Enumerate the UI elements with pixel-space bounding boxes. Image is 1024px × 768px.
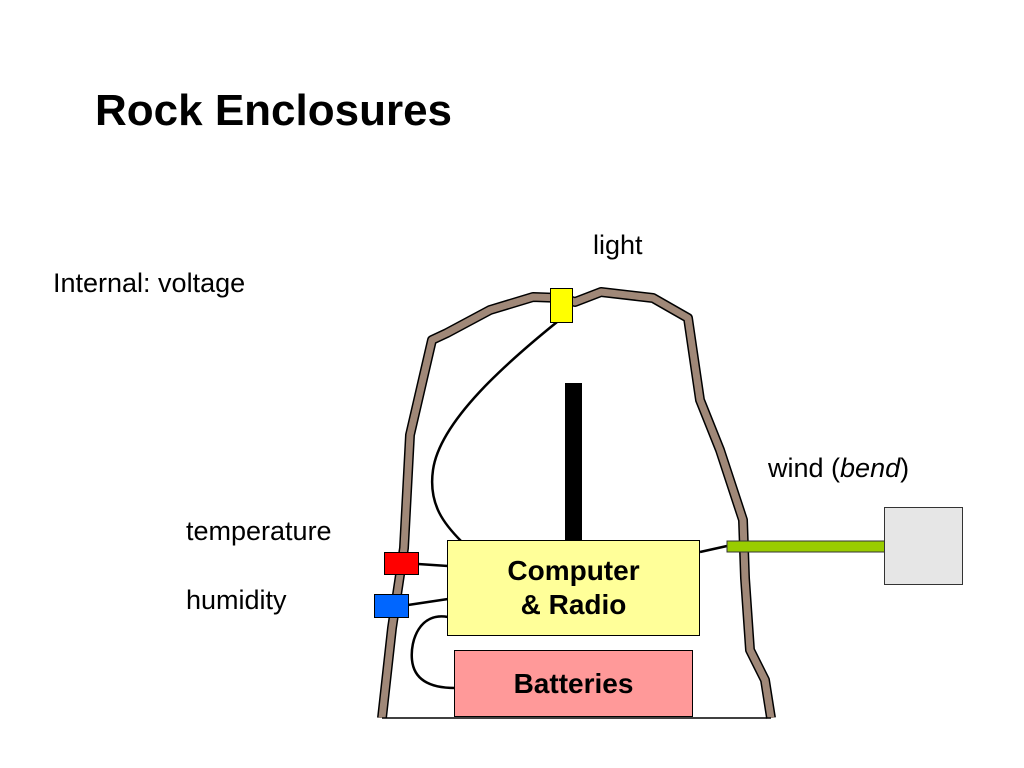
wind-sensor-box [884, 507, 963, 585]
humidity-sensor-wire [407, 597, 449, 607]
wind-label: wind (bend) [768, 455, 909, 482]
wind-sensor-wire [699, 544, 728, 554]
computer-label: Computer [507, 555, 640, 587]
batteries-box: Batteries [454, 650, 693, 717]
wind-label-suffix: ) [900, 453, 910, 483]
wind-label-prefix: wind ( [768, 453, 841, 483]
wind-rod [726, 540, 886, 553]
temperature-sensor [384, 552, 419, 575]
temperature-label: temperature [186, 516, 332, 546]
temperature-sensor-wire [417, 562, 449, 568]
internal-voltage-label: Internal: voltage [53, 268, 246, 298]
humidity-sensor [374, 594, 409, 618]
light-label: light [593, 230, 643, 260]
battery-wire [410, 615, 456, 690]
computer-radio-box: Computer & Radio [447, 540, 700, 636]
light-sensor [550, 288, 573, 323]
internal-pole [565, 383, 582, 540]
slide-title: Rock Enclosures [95, 86, 453, 135]
humidity-label: humidity [186, 585, 287, 615]
rock-outline-fill [378, 288, 775, 719]
light-sensor-wire [430, 321, 558, 543]
wind-label-bend: bend [840, 453, 901, 483]
batteries-label: Batteries [513, 667, 634, 699]
radio-label: & Radio [520, 589, 627, 620]
